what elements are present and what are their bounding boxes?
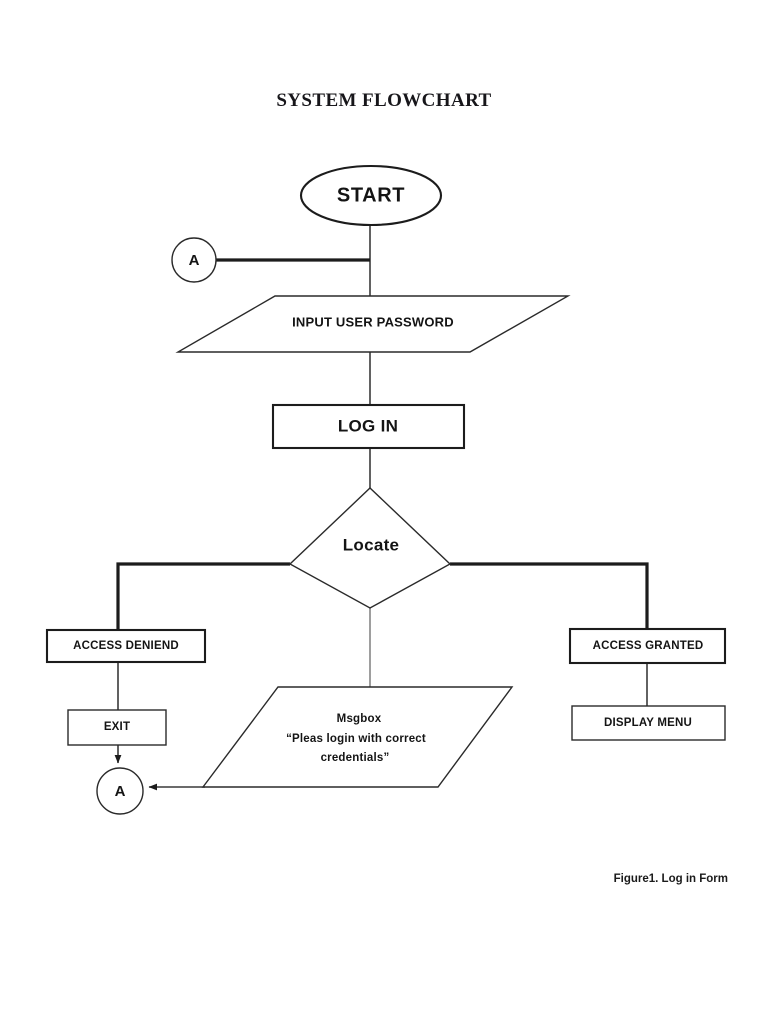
exit-rect — [67, 709, 167, 746]
node-display-menu-label: DISPLAY MENU — [604, 717, 692, 729]
connector-a-top-circle — [171, 237, 217, 283]
node-display-menu[interactable]: DISPLAY MENU — [571, 705, 726, 741]
node-start-label: START — [337, 184, 405, 206]
start-ellipse — [299, 164, 443, 227]
node-exit-label: EXIT — [104, 721, 130, 733]
node-msgbox-line1: Msgbox — [337, 713, 382, 725]
node-msgbox-line2: “Pleas login with correct — [286, 733, 426, 745]
edge-locate-to-denied — [116, 562, 290, 630]
input-parallelogram — [175, 295, 571, 353]
node-connector-a-bottom-label: A — [115, 783, 126, 800]
node-exit[interactable]: EXIT — [67, 709, 167, 746]
locate-diamond — [288, 487, 452, 609]
node-locate-label: Locate — [343, 535, 400, 554]
node-connector-a-top-label: A — [189, 252, 200, 269]
msgbox-parallelogram — [201, 686, 514, 788]
figure-caption: Figure1. Log in Form — [613, 873, 728, 885]
node-locate-decision[interactable]: Locate — [288, 487, 452, 609]
node-granted-label: ACCESS GRANTED — [593, 640, 704, 652]
node-access-granted[interactable]: ACCESS GRANTED — [568, 627, 727, 665]
node-login-label: LOG IN — [338, 416, 398, 435]
node-input-user-password[interactable]: INPUT USER PASSWORD — [175, 295, 571, 353]
node-connector-a-bottom[interactable]: A — [96, 767, 144, 815]
node-start[interactable]: START — [299, 164, 443, 227]
node-msgbox-line3: credentials” — [321, 752, 390, 764]
display-menu-rect — [571, 705, 726, 741]
granted-rect — [568, 627, 727, 665]
node-log-in[interactable]: LOG IN — [271, 403, 466, 450]
login-rect — [271, 403, 466, 450]
node-msgbox[interactable]: Msgbox “Pleas login with correct credent… — [201, 686, 514, 788]
node-input-label: INPUT USER PASSWORD — [292, 314, 454, 329]
node-denied-label: ACCESS DENIEND — [73, 640, 179, 652]
edge-locate-to-granted — [450, 562, 649, 629]
page-title: SYSTEM FLOWCHART — [276, 90, 492, 111]
node-connector-a-top[interactable]: A — [171, 237, 217, 283]
connector-a-bottom-circle — [96, 767, 144, 815]
node-access-denied[interactable]: ACCESS DENIEND — [45, 628, 207, 664]
denied-rect — [45, 628, 207, 664]
